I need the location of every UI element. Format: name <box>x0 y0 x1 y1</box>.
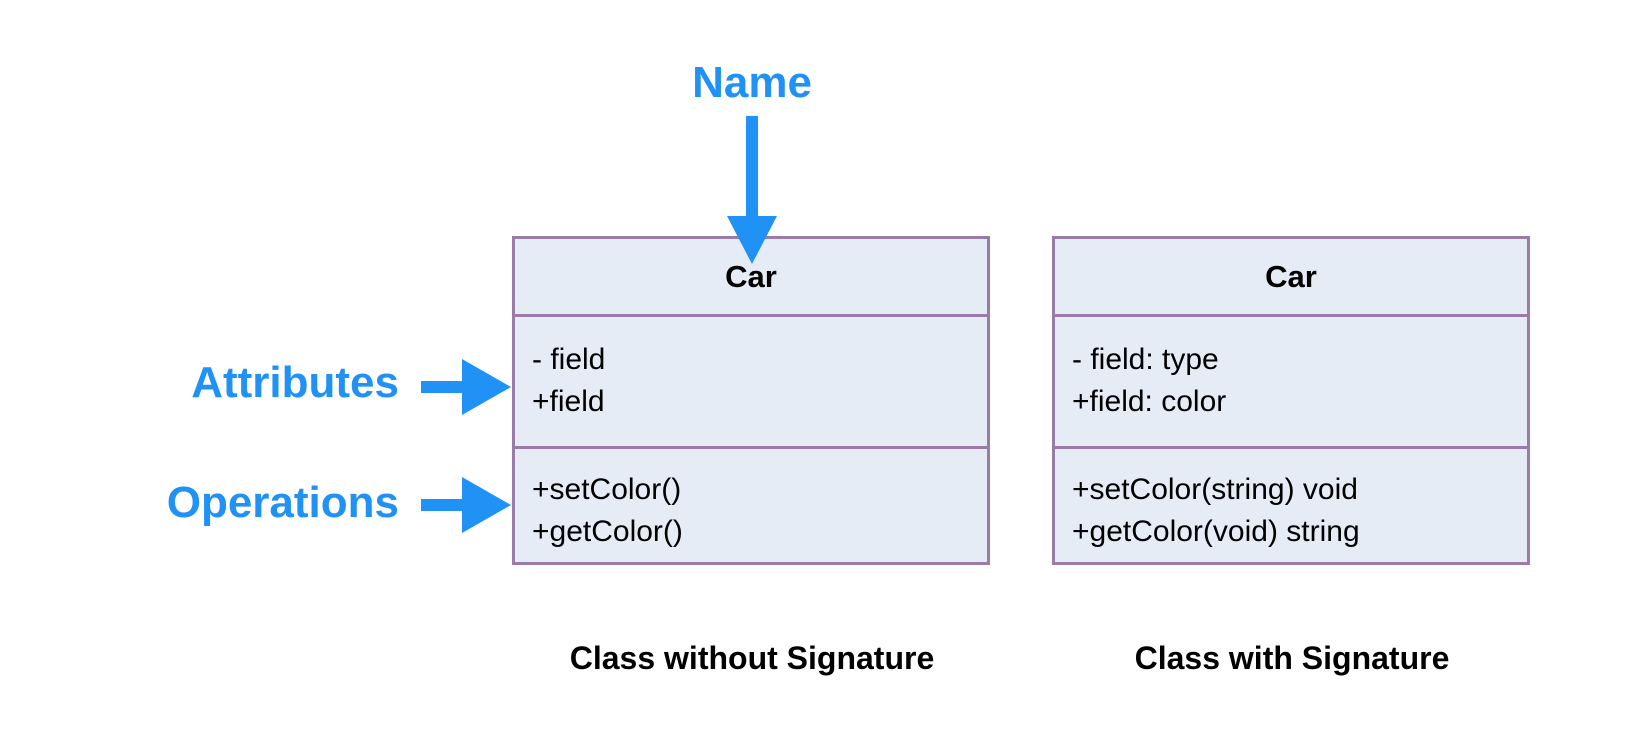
arrow-right-icon <box>421 359 511 415</box>
operation: +getColor() <box>532 515 683 548</box>
arrow-down-icon <box>727 116 777 264</box>
caption-without-signature: Class without Signature <box>569 640 935 676</box>
operation: +setColor() <box>532 473 682 506</box>
attributes-section: - field: type +field: color <box>1055 317 1527 449</box>
attributes-section: - field +field <box>515 317 987 449</box>
arrow-right-icon <box>421 477 511 533</box>
class-box-with-signature: Car - field: type +field: color +setColo… <box>1052 236 1530 565</box>
operations-section: +setColor() +getColor() <box>515 449 987 562</box>
operations-label: Operations <box>166 478 399 527</box>
name-label: Name <box>692 58 812 107</box>
operations-section: +setColor(string) void +getColor(void) s… <box>1055 449 1527 562</box>
attribute: +field: color <box>1072 385 1227 418</box>
attributes-label: Attributes <box>191 358 399 407</box>
operation: +setColor(string) void <box>1072 473 1358 506</box>
class-box-without-signature: Car - field +field +setColor() +getColor… <box>512 236 990 565</box>
attribute: - field: type <box>1072 343 1219 376</box>
attribute: +field <box>532 385 605 418</box>
class-name: Car <box>1055 239 1527 317</box>
operation: +getColor(void) string <box>1072 515 1360 548</box>
class-name: Car <box>515 239 987 317</box>
caption-with-signature: Class with Signature <box>1134 640 1450 676</box>
attribute: - field <box>532 343 606 376</box>
